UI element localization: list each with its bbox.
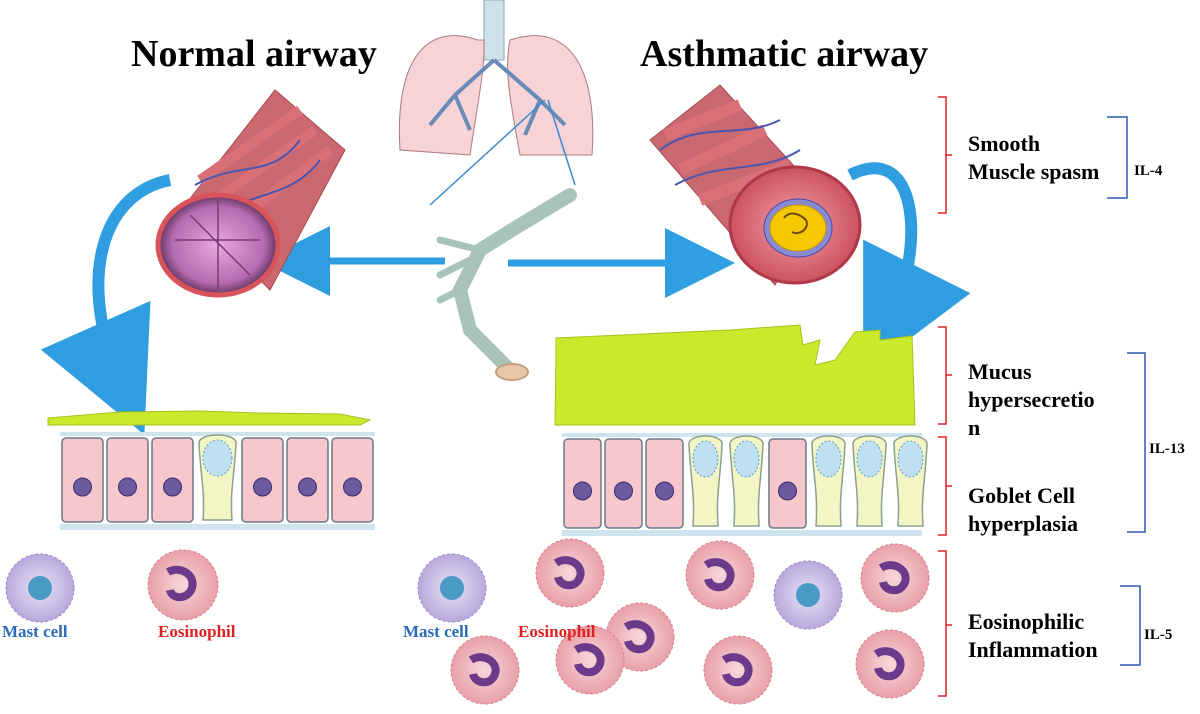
- mucin-granules: [733, 440, 760, 478]
- eosinophil-cell: [855, 629, 925, 699]
- eosinophil-nucleus: [703, 558, 735, 592]
- asthma-mast-cell-label: Mast cell: [403, 622, 469, 641]
- label-line: Eosinophilic: [968, 609, 1085, 634]
- eosinophil-cell: [685, 540, 755, 610]
- label-line: hyperplasia: [968, 511, 1079, 536]
- mucin-granules: [815, 440, 842, 478]
- label-line: n: [968, 415, 981, 440]
- eosinophil-nucleus: [873, 647, 905, 681]
- normal-airway-tube: [155, 89, 346, 298]
- cell-nucleus: [163, 477, 182, 497]
- lungs-illustration: [398, 0, 594, 206]
- eosinophil-nucleus: [721, 653, 753, 687]
- eosinophil-cell: [703, 635, 773, 705]
- bronchial-tree: [436, 188, 577, 381]
- goblet-label: Goblet Cell hyperplasia: [968, 482, 1078, 538]
- normal-epithelium: [47, 410, 375, 530]
- cell-nucleus: [253, 477, 272, 497]
- asthmatic-curved-arrow: [847, 162, 971, 374]
- cell-nucleus: [778, 481, 797, 501]
- label-line: Smooth: [968, 131, 1041, 156]
- eosinophil-nucleus: [468, 653, 500, 687]
- eosinophil-nucleus: [553, 556, 585, 590]
- il4-label: IL-4: [1134, 163, 1163, 179]
- asthmatic-epithelium: [554, 324, 928, 536]
- cell-nucleus: [614, 481, 633, 501]
- mucus-label: Mucus hypersecretio n: [968, 358, 1095, 442]
- asthmatic-airway-tube: [649, 84, 862, 286]
- label-line: Inflammation: [968, 637, 1098, 662]
- immune-cells: [5, 538, 930, 705]
- smooth-muscle-label: Smooth Muscle spasm: [968, 130, 1099, 186]
- eosinophil-nucleus: [878, 561, 910, 595]
- il5-label: IL-5: [1144, 627, 1173, 643]
- mucin-granules: [897, 440, 924, 478]
- il13-label: IL-13: [1149, 441, 1185, 457]
- cell-nucleus: [118, 477, 137, 497]
- normal-airway-title: Normal airway: [131, 33, 377, 75]
- cell-nucleus: [655, 481, 674, 501]
- eosinophil-nucleus: [573, 643, 605, 677]
- eosinophil-cell: [450, 635, 520, 705]
- asthmatic-airway-title: Asthmatic airway: [640, 33, 929, 75]
- label-line: Muscle spasm: [968, 159, 1100, 184]
- asthma-eosinophil-label: Eosinophil: [518, 622, 596, 641]
- label-line: hypersecretio: [968, 387, 1095, 412]
- eosinophil-cell: [535, 538, 605, 608]
- cell-nucleus: [343, 477, 362, 497]
- normal-eosinophil-label: Eosinophil: [158, 622, 236, 641]
- eosinophil-cell: [860, 543, 930, 613]
- label-line: Mucus: [968, 359, 1032, 384]
- eosinophil-cell: [555, 625, 625, 695]
- mucin-granules: [202, 439, 233, 477]
- eosinophilic-label: Eosinophilic Inflammation: [968, 608, 1098, 664]
- mucin-granules: [856, 440, 883, 478]
- eosinophil-nucleus: [623, 620, 655, 654]
- cell-nucleus: [298, 477, 317, 497]
- cell-nucleus: [573, 481, 592, 501]
- brackets: [938, 96, 1146, 697]
- normal-mast-cell-label: Mast cell: [2, 622, 68, 641]
- normal-curved-arrow: [40, 174, 172, 435]
- cell-nucleus: [73, 477, 92, 497]
- label-line: Goblet Cell: [968, 483, 1075, 508]
- mucin-granules: [692, 440, 719, 478]
